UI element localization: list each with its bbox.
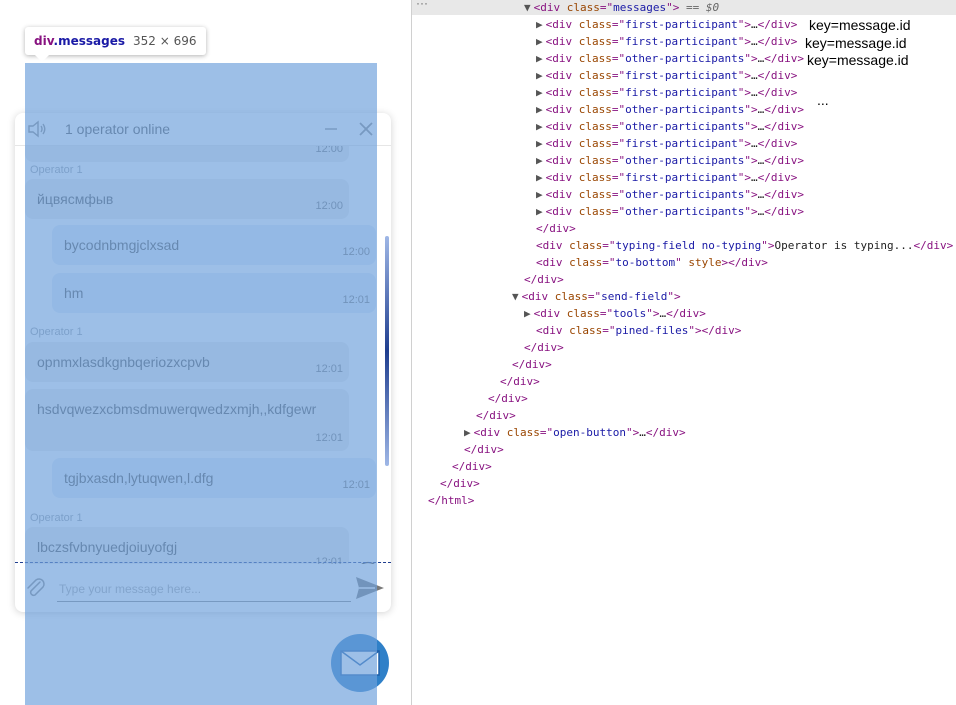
message-bubble: 12:00 xyxy=(25,146,349,162)
mail-icon xyxy=(340,650,380,676)
dom-node-message[interactable]: ▶<div class="other-participants">…</div> xyxy=(536,205,804,218)
expand-arrow-icon[interactable]: ▶ xyxy=(536,137,543,150)
dom-node-pined-files[interactable]: <div class="pined-files"></div> xyxy=(536,324,742,337)
annotation-note: key=message.id xyxy=(805,35,907,51)
expand-arrow-icon[interactable]: ▶ xyxy=(464,426,471,439)
message-bubble: bycodnbmgjclxsad 12:00 xyxy=(52,225,376,265)
dom-close-tag: </div> xyxy=(536,222,576,235)
message-bubble: tgjbxasdn,lytuqwen,l.dfg 12:01 xyxy=(52,458,376,498)
message-time: 12:00 xyxy=(342,246,370,258)
message-text: lbczsfvbnyuedjoiuyofgj xyxy=(37,539,178,555)
dom-node-message[interactable]: ▶<div class="first-participant">…</div> xyxy=(536,137,798,150)
message-text: йцвясмфыв xyxy=(37,191,114,207)
annotation-note: key=message.id xyxy=(807,52,909,68)
dom-close-tag: </div> xyxy=(500,375,540,388)
message-text: opnmxlasdkgnbqeriozxcpvb xyxy=(37,354,210,370)
expand-arrow-icon[interactable]: ▶ xyxy=(536,52,543,65)
expand-arrow-icon[interactable]: ▶ xyxy=(536,18,543,31)
chat-header: 1 operator online xyxy=(15,113,391,146)
expand-arrow-icon[interactable]: ▶ xyxy=(524,307,531,320)
dom-close-tag: </div> xyxy=(464,443,504,456)
message-time: 12:00 xyxy=(315,200,343,212)
dom-close-html: </html> xyxy=(428,494,475,507)
message-bubble: hsdvqwezxcbmsdmuwerqwedzxmjh,,kdfgewr 12… xyxy=(25,389,349,451)
close-icon[interactable] xyxy=(355,118,377,140)
dom-node-message[interactable]: ▶<div class="first-participant">…</div> xyxy=(536,35,798,48)
dom-node-message[interactable]: ▶<div class="other-participants">…</div> xyxy=(536,103,804,116)
dom-node-to-bottom[interactable]: <div class="to-bottom" style></div> xyxy=(536,256,768,269)
message-time: 12:01 xyxy=(342,294,370,306)
message-time: 12:01 xyxy=(315,432,343,444)
message-text: hm xyxy=(64,285,84,301)
message-sender: Operator 1 xyxy=(30,164,83,176)
collapse-arrow-icon[interactable]: ▼ xyxy=(524,1,531,14)
message-bubble: opnmxlasdkgnbqeriozxcpvb 12:01 xyxy=(25,342,349,382)
tooltip-class: .messages xyxy=(53,34,126,48)
annotation-note: key=message.id xyxy=(809,17,911,33)
annotation-ellipsis: ... xyxy=(817,92,829,108)
minimize-icon[interactable] xyxy=(321,119,341,139)
paperclip-icon[interactable] xyxy=(23,575,47,599)
expand-arrow-icon[interactable]: ▶ xyxy=(536,120,543,133)
page-viewport: 1 operator online 12:00 Operator 1 йцвяс… xyxy=(0,0,411,705)
expand-arrow-icon[interactable]: ▶ xyxy=(536,188,543,201)
message-time: 12:00 xyxy=(315,146,343,155)
chat-widget: 1 operator online 12:00 Operator 1 йцвяс… xyxy=(15,113,391,612)
devtools-elements-panel: ··· ▼<div class="messages"> == $0 ▶<div … xyxy=(411,0,956,705)
dom-node-open-button[interactable]: ▶<div class="open-button">…</div> xyxy=(464,426,686,439)
expand-arrow-icon[interactable]: ▶ xyxy=(536,154,543,167)
messages-scrollbar[interactable] xyxy=(385,236,389,466)
message-time: 12:01 xyxy=(315,363,343,375)
dom-node-message[interactable]: ▶<div class="other-participants">…</div> xyxy=(536,120,804,133)
expand-arrow-icon[interactable]: ▶ xyxy=(536,205,543,218)
dom-node-message[interactable]: ▶<div class="other-participants">…</div> xyxy=(536,52,804,65)
message-input[interactable] xyxy=(57,577,351,602)
expand-arrow-icon[interactable]: ▶ xyxy=(536,86,543,99)
dom-close-tag: </div> xyxy=(488,392,528,405)
expand-arrow-icon[interactable]: ▶ xyxy=(536,35,543,48)
expand-arrow-icon[interactable]: ▶ xyxy=(536,103,543,116)
dom-node-message[interactable]: ▶<div class="other-participants">…</div> xyxy=(536,188,804,201)
dom-node-message[interactable]: ▶<div class="first-participant">…</div> xyxy=(536,18,798,31)
dom-close-tag: </div> xyxy=(440,477,480,490)
message-bubble: йцвясмфыв 12:00 xyxy=(25,179,349,219)
message-text: hsdvqwezxcbmsdmuwerqwedzxmjh,,kdfgewr xyxy=(37,401,317,417)
send-icon[interactable] xyxy=(355,575,385,601)
chat-title: 1 operator online xyxy=(65,121,171,137)
message-sender: Operator 1 xyxy=(30,512,83,524)
dom-node-message[interactable]: ▶<div class="first-participant">…</div> xyxy=(536,171,798,184)
expand-arrow-icon[interactable]: ▶ xyxy=(536,69,543,82)
dom-close-tag: </div> xyxy=(512,358,552,371)
dom-node-send-field[interactable]: ▼<div class="send-field"> xyxy=(512,290,681,303)
message-time: 12:01 xyxy=(342,479,370,491)
message-bubble: lbczsfvbnyuedjoiuyofgj 12:01 xyxy=(25,527,349,564)
dom-close-tag: </div> xyxy=(524,273,564,286)
message-sender: Operator 1 xyxy=(30,326,83,338)
expand-arrow-icon[interactable]: ▶ xyxy=(536,171,543,184)
dom-node-message[interactable]: ▶<div class="first-participant">…</div> xyxy=(536,69,798,82)
element-tooltip: div.messages 352 × 696 xyxy=(25,27,206,62)
open-chat-button[interactable] xyxy=(331,634,389,692)
dom-node-tools[interactable]: ▶<div class="tools">…</div> xyxy=(524,307,706,320)
dom-node-typing-field[interactable]: <div class="typing-field no-typing">Oper… xyxy=(536,239,954,252)
dom-close-tag: </div> xyxy=(524,341,564,354)
tooltip-dimensions: 352 × 696 xyxy=(133,34,197,48)
messages-list: 12:00 Operator 1 йцвясмфыв 12:00 bycodnb… xyxy=(15,146,391,564)
selected-node-highlight xyxy=(412,0,956,15)
message-text: bycodnbmgjclxsad xyxy=(64,237,180,253)
message-bubble: hm 12:01 xyxy=(52,273,376,313)
message-text: tgjbxasdn,lytuqwen,l.dfg xyxy=(64,470,214,486)
node-actions-dots[interactable]: ··· xyxy=(416,0,428,10)
dom-node-messages[interactable]: ▼<div class="messages"> == $0 xyxy=(524,1,720,14)
tooltip-tag: div xyxy=(34,34,54,48)
dom-close-tag: </div> xyxy=(476,409,516,422)
collapse-arrow-icon[interactable]: ▼ xyxy=(512,290,519,303)
speaker-icon[interactable] xyxy=(25,117,49,141)
send-field-divider xyxy=(15,562,391,563)
dom-close-tag: </div> xyxy=(452,460,492,473)
dom-node-message[interactable]: ▶<div class="first-participant">…</div> xyxy=(536,86,798,99)
dom-node-message[interactable]: ▶<div class="other-participants">…</div> xyxy=(536,154,804,167)
